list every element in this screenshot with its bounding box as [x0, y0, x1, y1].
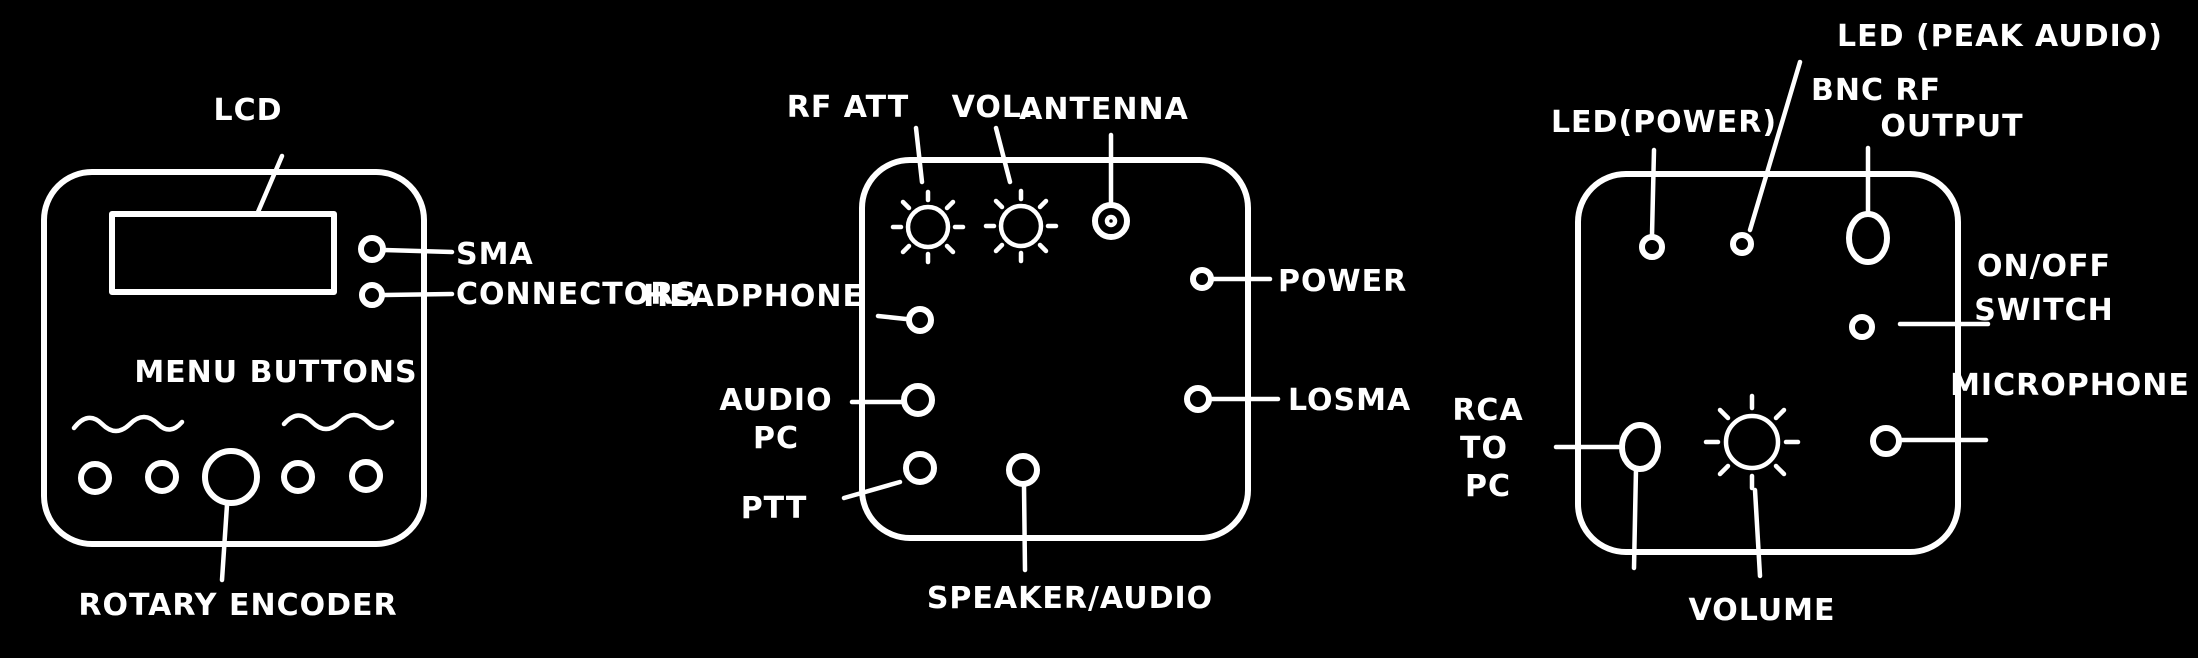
losma-connector — [1184, 385, 1212, 413]
on-off-label: ON/OFF — [1977, 249, 2111, 284]
volume-knob — [983, 188, 1059, 264]
antenna-label: ANTENNA — [1019, 92, 1189, 127]
ptt-jack — [903, 451, 937, 485]
led-power-label: LED(POWER) — [1551, 105, 1777, 140]
headphone-label: HEADPHONE — [643, 279, 864, 314]
bnc-rf-label: BNC RF — [1811, 73, 1941, 108]
sma-connector-2 — [359, 282, 385, 308]
lcd-label: LCD — [213, 93, 282, 128]
led-power — [1639, 234, 1665, 260]
lcd-screen — [109, 211, 337, 295]
sma-label: SMA — [456, 237, 534, 272]
power-led — [1190, 267, 1214, 291]
speaker-audio-jack — [1006, 453, 1040, 487]
microphone-label: MICROPHONE — [1950, 368, 2190, 403]
led-peak-audio — [1730, 232, 1754, 256]
audio-label: AUDIO — [719, 383, 832, 418]
menu-button-2 — [145, 460, 179, 494]
rca-label: RCA — [1452, 393, 1523, 428]
rf-att-knob — [890, 189, 966, 265]
menu-button-3 — [281, 460, 315, 494]
panel-1-enclosure — [41, 169, 427, 547]
panel-2-front: RF ATT VOL. ANTENNA — [643, 90, 1411, 616]
volume-knob-panel-3 — [1703, 393, 1801, 491]
menu-button-4 — [349, 459, 383, 493]
antenna-connector — [1092, 202, 1130, 240]
audio-pc-label: PC — [753, 421, 799, 456]
menu-button-1 — [78, 461, 112, 495]
ptt-label: PTT — [741, 491, 808, 526]
power-label: POWER — [1278, 264, 1407, 299]
panel-2-enclosure — [859, 157, 1251, 541]
to-label: TO — [1460, 431, 1508, 466]
switch-label: SWITCH — [1974, 293, 2113, 328]
microphone-jack — [1870, 425, 1902, 457]
panel-1-front: LCD SMA CONNECTORS MENU BUTTONS ROTARY E… — [41, 93, 697, 623]
menu-buttons-label: MENU BUTTONS — [134, 355, 417, 390]
squiggle-left — [71, 414, 185, 434]
rf-att-label: RF ATT — [787, 90, 910, 125]
vol-label: VOL. — [952, 90, 1035, 125]
squiggle-right — [281, 412, 395, 432]
rotary-encoder-label: ROTARY ENCODER — [78, 588, 397, 623]
speaker-audio-label: SPEAKER/AUDIO — [927, 581, 1213, 616]
on-off-switch — [1849, 314, 1875, 340]
rotary-encoder-knob — [202, 448, 260, 506]
audio-pc-jack — [901, 383, 935, 417]
panel-3-front: LED (PEAK AUDIO) LED(POWER) BNC RF OUTPU… — [1452, 19, 2190, 628]
losma-label: LOSMA — [1288, 383, 1411, 418]
connectors-label: CONNECTORS — [456, 277, 697, 312]
headphone-jack — [906, 306, 934, 334]
rca-to-pc-jack — [1619, 422, 1661, 472]
led-peak-audio-label: LED (PEAK AUDIO) — [1837, 19, 2163, 54]
rca-pc-label: PC — [1465, 469, 1511, 504]
bnc-rf-output-connector — [1846, 211, 1890, 265]
output-label: OUTPUT — [1880, 109, 2023, 144]
sma-connector-1 — [358, 235, 386, 263]
volume-label: VOLUME — [1689, 593, 1836, 628]
